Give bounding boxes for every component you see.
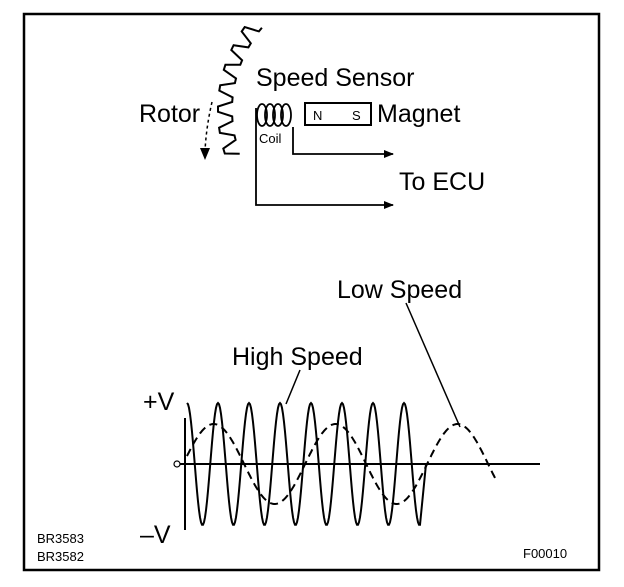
low-speed-waveform	[186, 423, 496, 505]
magnet-label: Magnet	[377, 100, 460, 128]
high-speed-waveform	[186, 401, 427, 526]
figure-code-1: BR3583	[37, 531, 84, 546]
to-ecu-label: To ECU	[399, 168, 485, 196]
figure-frame	[22, 12, 601, 572]
rotor-label: Rotor	[139, 100, 200, 128]
high-speed-leader	[285, 369, 301, 405]
origin-marker	[173, 460, 181, 468]
speed-sensor-label: Speed Sensor	[256, 64, 414, 92]
figure-code-2: BR3582	[37, 549, 84, 564]
plus-v-label: +V	[143, 388, 175, 416]
high-speed-label: High Speed	[232, 343, 363, 371]
wire-lower	[255, 108, 394, 209]
minus-v-label: –V	[140, 521, 171, 549]
rotation-arrow	[204, 101, 213, 153]
wire-upper	[292, 127, 394, 158]
coil-label: Coil	[259, 131, 282, 146]
magnet-north-pole: N	[313, 108, 322, 123]
rotor-teeth	[217, 25, 263, 155]
magnet-south-pole: S	[352, 108, 361, 123]
low-speed-label: Low Speed	[337, 276, 462, 304]
figure-id: F00010	[523, 546, 567, 561]
coil	[256, 103, 292, 127]
low-speed-leader	[405, 302, 461, 428]
rotation-arrowhead	[200, 148, 210, 160]
magnet-body	[304, 102, 372, 126]
